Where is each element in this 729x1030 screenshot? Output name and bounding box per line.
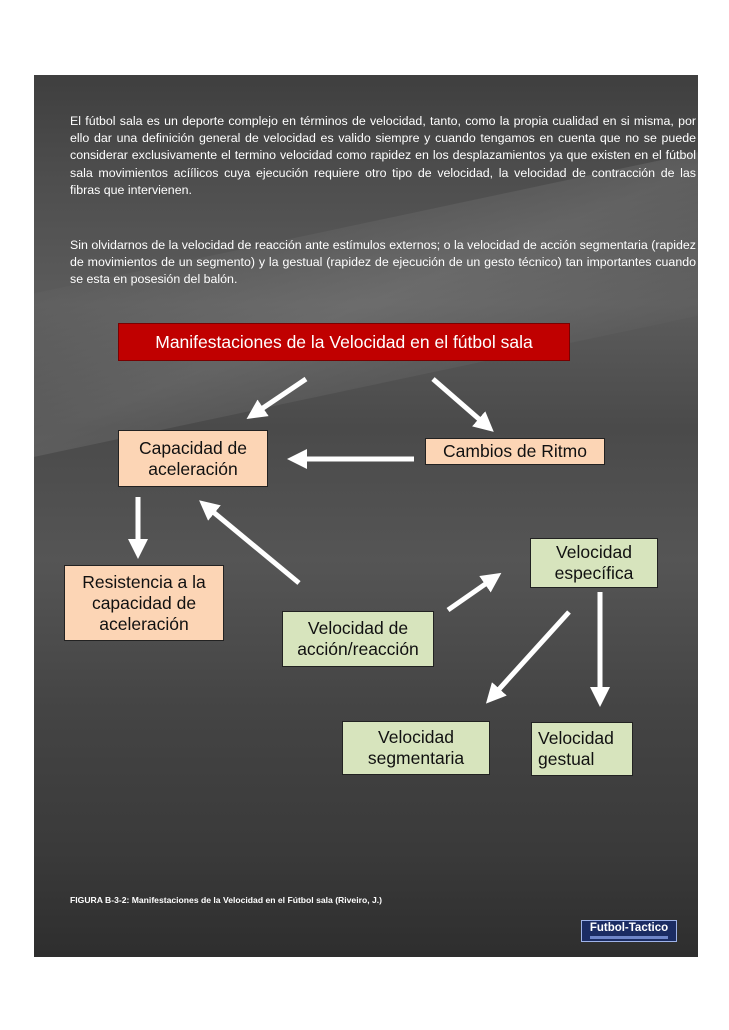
intro-paragraph: El fútbol sala es un deporte complejo en… (70, 114, 696, 197)
arrow-accion-to-capacidad (199, 500, 301, 585)
node-velocidad-accion-reaccion: Velocidad de acción/reacción (282, 611, 434, 667)
logo-underline (590, 936, 668, 939)
arrow-title-to-capacidad (246, 376, 308, 420)
arrow-especifica-to-segmentaria (485, 610, 571, 704)
logo-text: Futbol-Tactico (589, 922, 669, 934)
node-resistencia: Resistencia a la capacidad de aceleració… (64, 565, 224, 641)
futbol-tactico-logo: Futbol-Tactico (581, 920, 677, 942)
node-cambios-ritmo: Cambios de Ritmo (425, 438, 605, 465)
second-paragraph: Sin olvidarnos de la velocidad de reacci… (70, 238, 696, 287)
arrow-title-to-cambios (431, 377, 494, 432)
node-capacidad-aceleracion: Capacidad de aceleración (118, 430, 268, 487)
node-velocidad-gestual: Velocidad gestual (531, 722, 633, 776)
node-velocidad-especifica: Velocidad específica (530, 538, 658, 588)
diagram-title: Manifestaciones de la Velocidad en el fú… (118, 323, 570, 361)
node-velocidad-segmentaria: Velocidad segmentaria (342, 721, 490, 775)
figure-caption: FIGURA B-3-2: Manifestaciones de la Velo… (70, 895, 382, 905)
arrow-accion-to-especifica (446, 572, 502, 613)
diagram-arrows (128, 376, 610, 707)
slide-panel: El fútbol sala es un deporte complejo en… (34, 75, 698, 957)
